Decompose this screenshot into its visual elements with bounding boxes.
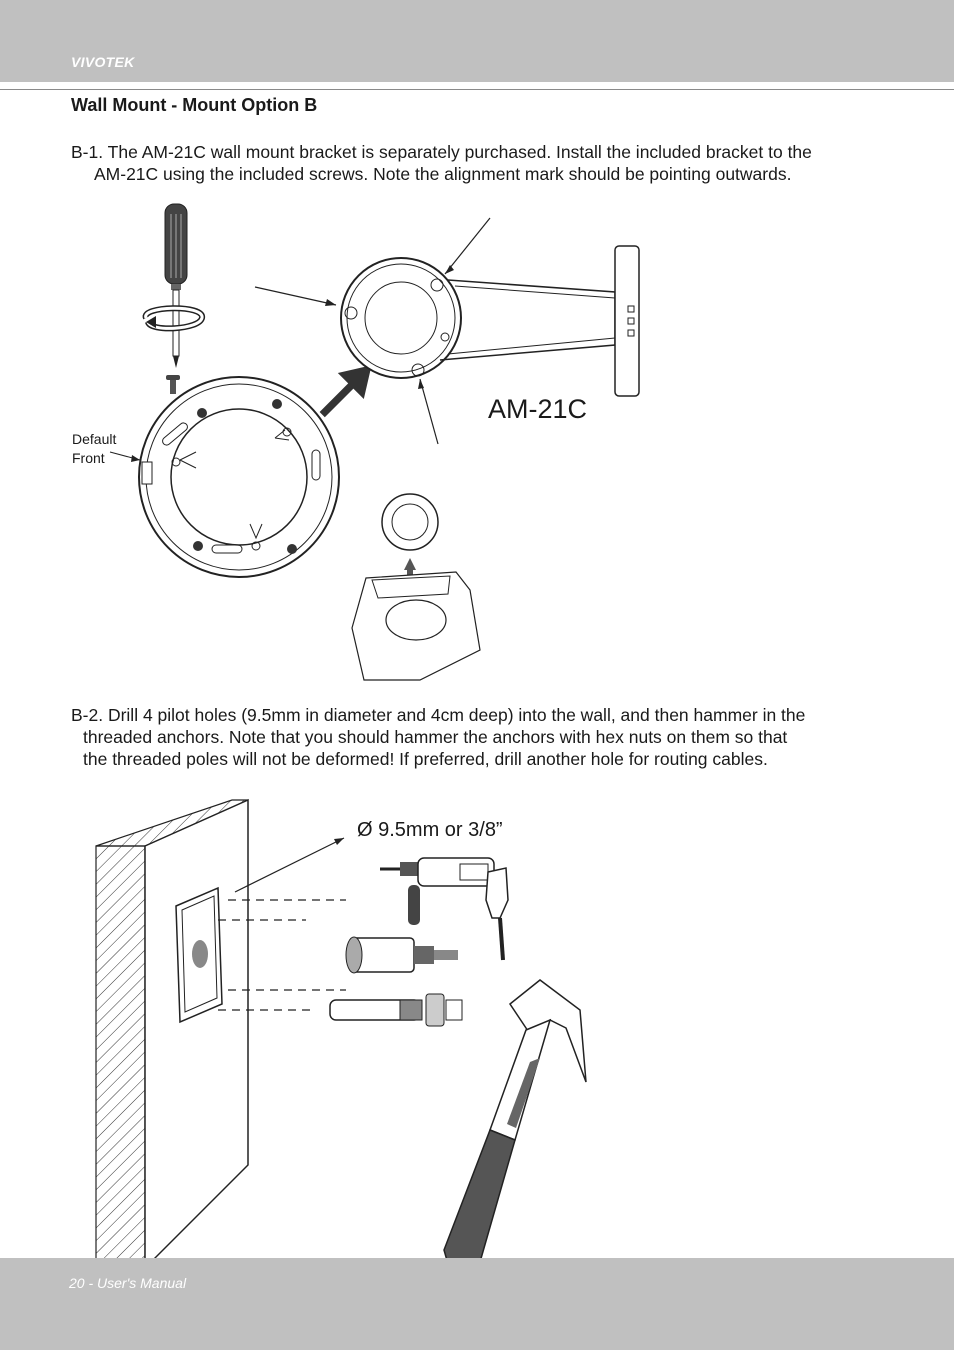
packaging-drawing — [351, 493, 481, 681]
section-title: Wall Mount - Mount Option B — [71, 95, 318, 115]
model-label: AM-21C — [488, 394, 587, 424]
hammer-icon — [443, 979, 587, 1265]
screwdriver-icon — [142, 203, 205, 368]
default-front-label-2: Front — [72, 450, 105, 466]
direction-arrow-icon — [319, 365, 372, 418]
anchor-bolt-icon — [329, 993, 463, 1027]
step-b1-line-2: AM-21C using the included screws. Note t… — [94, 164, 792, 184]
brand-logo: VIVOTEK — [71, 54, 135, 70]
header-band — [0, 0, 954, 82]
step-b1-text: B-1. The AM-21C wall mount bracket is se… — [71, 141, 901, 185]
step-b2-line-2: threaded anchors. Note that you should h… — [83, 727, 788, 747]
diameter-label: Ø 9.5mm or 3/8” — [357, 819, 503, 841]
step-b2-line-1: B-2. Drill 4 pilot holes (9.5mm in diame… — [71, 705, 806, 725]
footer-band — [0, 1258, 954, 1350]
wall-drawing — [95, 798, 249, 1270]
step-b1-line-1: B-1. The AM-21C wall mount bracket is se… — [71, 142, 812, 162]
default-front-label-1: Default — [72, 431, 116, 447]
mount-bracket-drawing — [138, 376, 340, 578]
page-number: 20 - User's Manual — [69, 1275, 187, 1291]
header-divider — [0, 89, 954, 90]
drill-icon — [380, 857, 509, 961]
step-b2-text: B-2. Drill 4 pilot holes (9.5mm in diame… — [71, 704, 901, 770]
am21c-wall-mount-drawing — [340, 245, 640, 397]
screw-icon — [166, 375, 180, 394]
step-b2-line-3: the threaded poles will not be deformed!… — [83, 749, 768, 769]
hole-saw-icon — [345, 936, 458, 974]
